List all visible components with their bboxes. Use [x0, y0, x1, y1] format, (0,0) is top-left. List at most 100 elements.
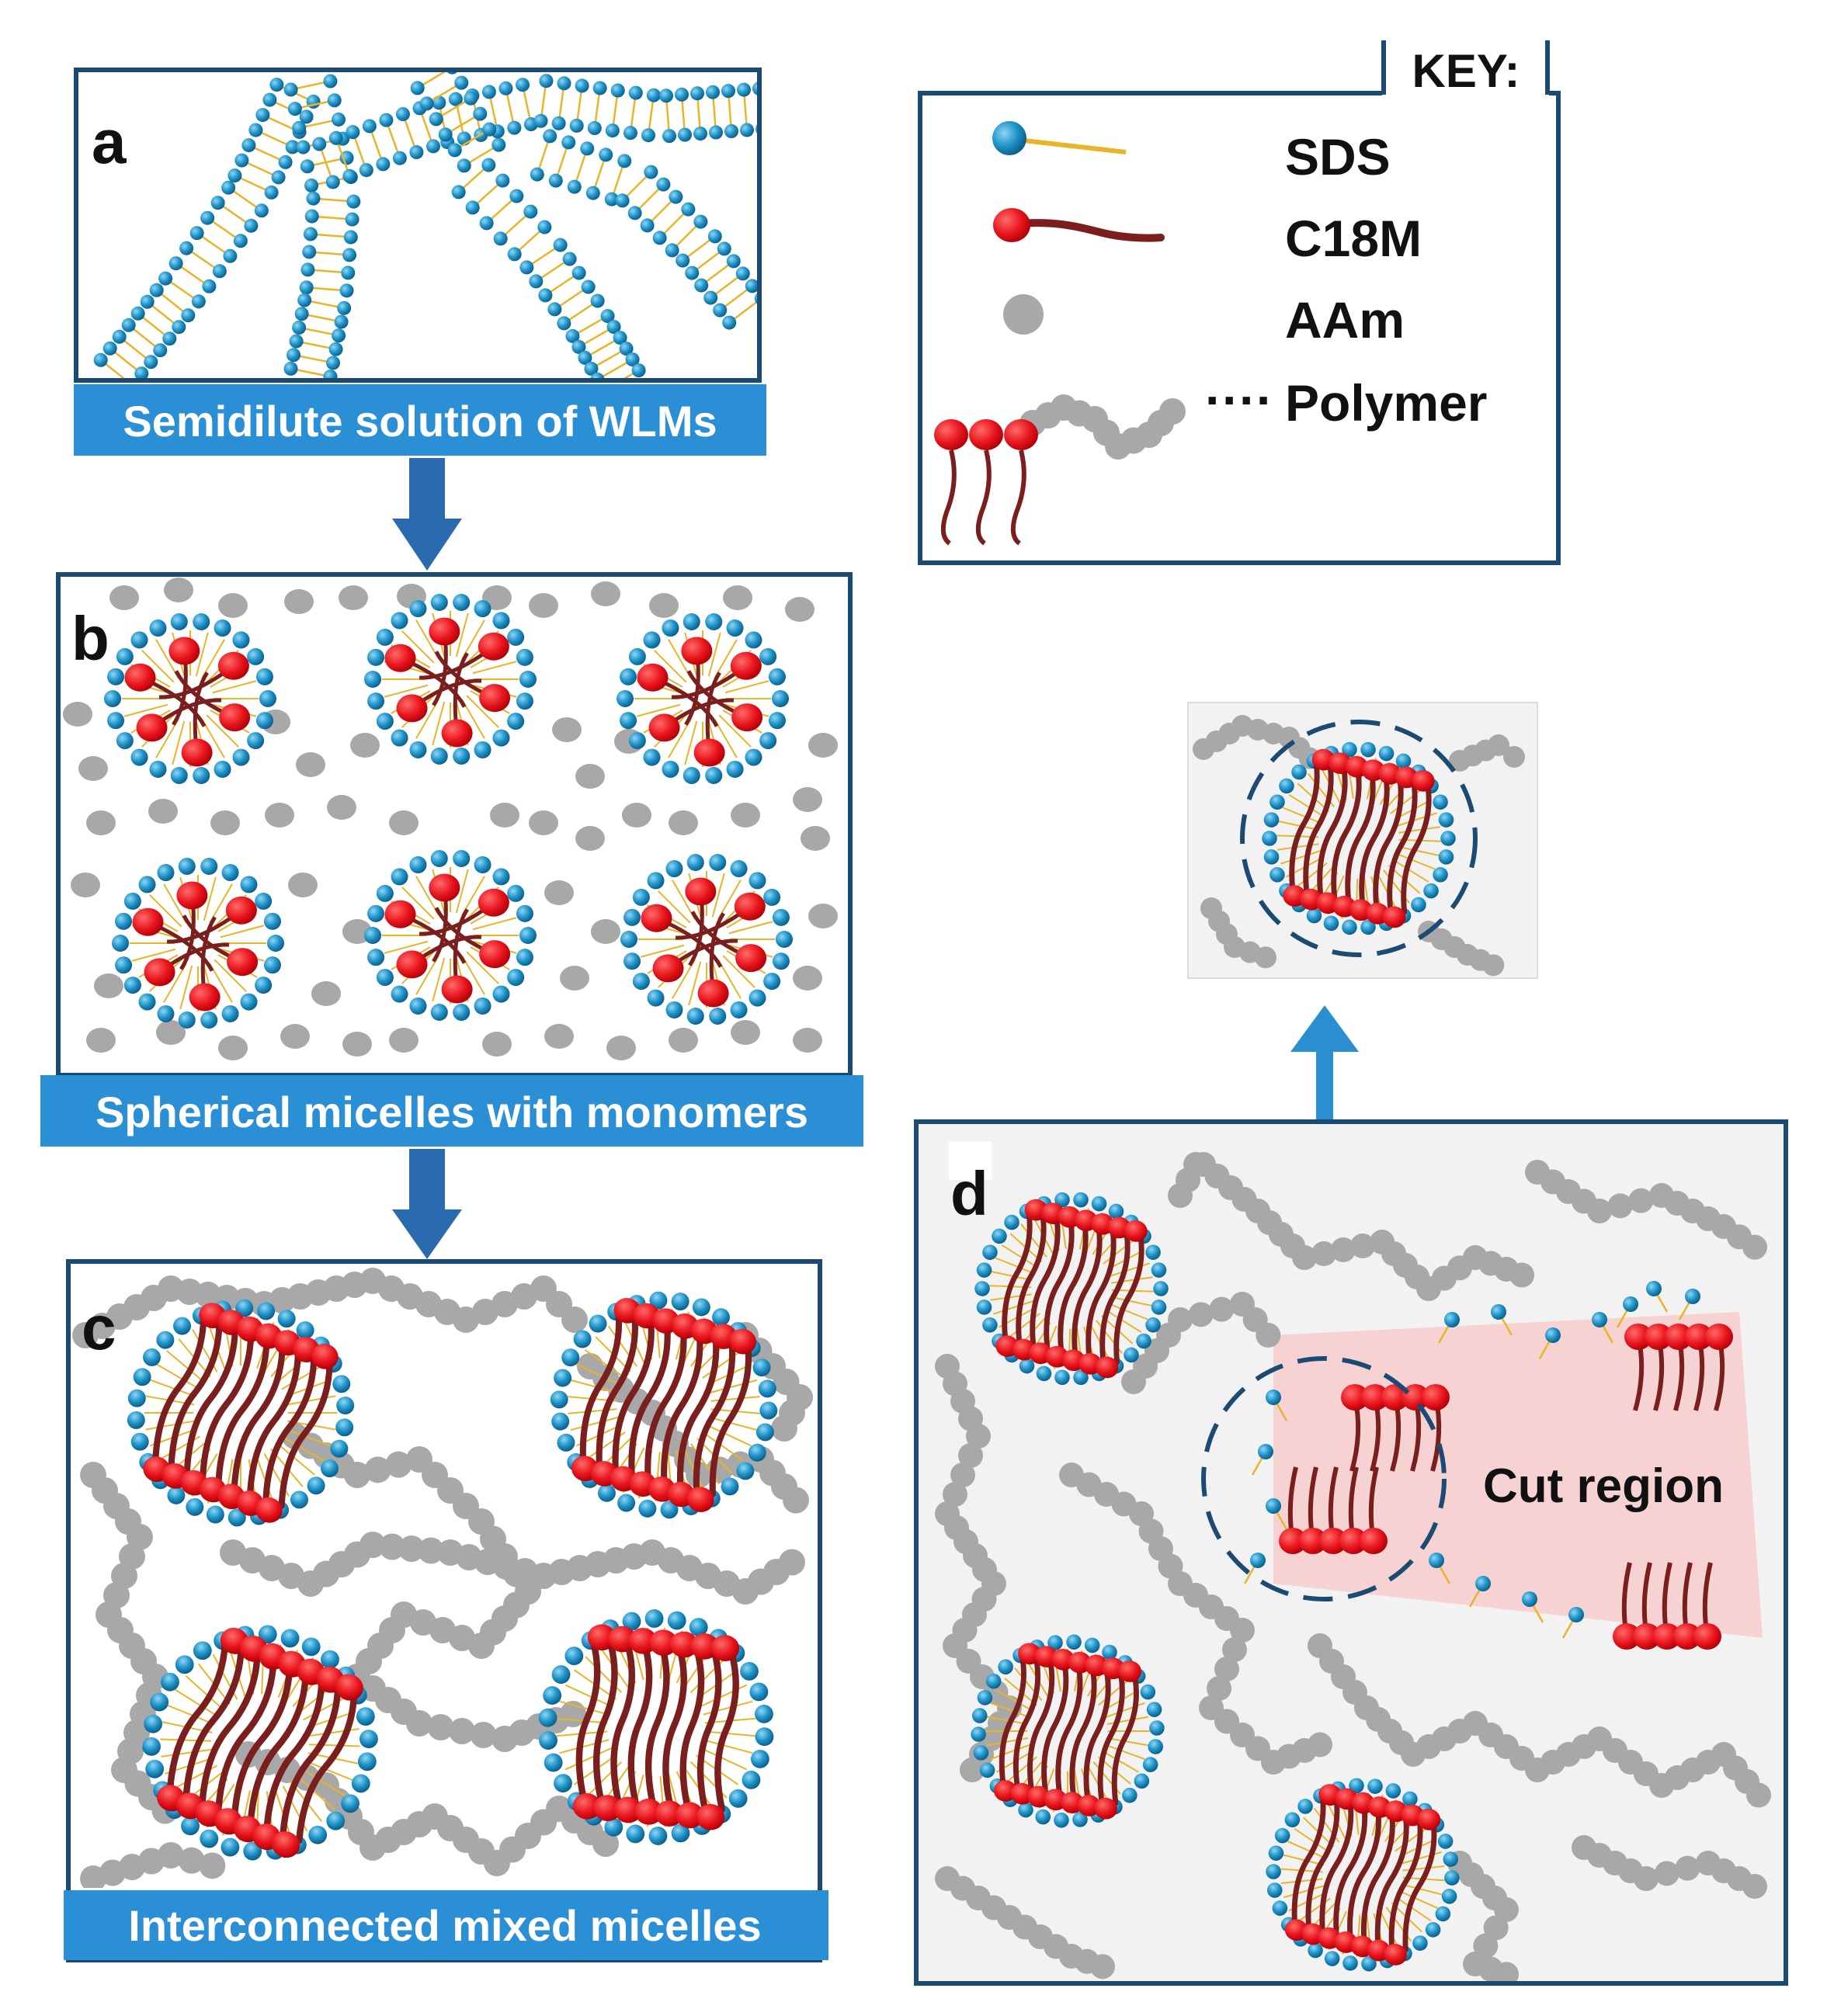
- sds-head: [755, 124, 757, 134]
- c18m-tail: [247, 1350, 301, 1498]
- sds-head: [269, 78, 284, 92]
- sds-head: [1349, 1778, 1364, 1794]
- sds-head: [565, 328, 580, 343]
- sds-head: [112, 935, 129, 952]
- aam-bead: [1746, 1782, 1771, 1808]
- c18m-tail: [1373, 779, 1404, 909]
- sds-head: [395, 107, 410, 122]
- sds-head: [705, 613, 723, 631]
- panel-b: b Spherical micelles with monomers: [40, 572, 863, 1147]
- aam-bead: [1209, 1296, 1235, 1322]
- cut-region-label: Cut region: [1483, 1459, 1724, 1513]
- aam-bead: [1168, 1183, 1193, 1208]
- sds-head: [193, 766, 210, 784]
- c18m-tail: [215, 1660, 277, 1812]
- sds-head: [1444, 1312, 1460, 1327]
- key-sds-label: SDS: [1285, 128, 1391, 186]
- c18m-tail: [183, 1327, 238, 1475]
- sds-head: [604, 1817, 623, 1837]
- sds-head: [409, 856, 427, 874]
- c18m-head: [572, 1793, 602, 1820]
- sds-head: [287, 102, 302, 116]
- sds-head: [758, 1379, 776, 1398]
- sds-head: [430, 850, 448, 868]
- sds-head: [561, 135, 576, 150]
- aam-bead: [398, 1535, 425, 1562]
- sds-head: [976, 1299, 992, 1315]
- polymer-chain: [80, 1842, 226, 1888]
- sds-head: [342, 168, 357, 183]
- sds-head: [1425, 1922, 1441, 1938]
- sds-tail: [145, 1420, 195, 1431]
- c18m-tail: [612, 1320, 655, 1472]
- sds-head: [379, 113, 394, 127]
- sds-head: [669, 189, 683, 204]
- c18m-head: [655, 1800, 684, 1827]
- sds-head: [628, 85, 643, 100]
- c18m-head: [1339, 1528, 1367, 1554]
- c18m-tail: [231, 1667, 293, 1818]
- polymer-chain: [1525, 1160, 1767, 1260]
- c18m-head: [641, 904, 672, 932]
- sds-head: [992, 1228, 1007, 1244]
- aam-bead: [1654, 1861, 1679, 1886]
- sds-head: [339, 151, 354, 165]
- sds-head: [548, 173, 563, 188]
- c18m-head: [1384, 1944, 1407, 1966]
- c18m-head: [731, 703, 763, 732]
- sds-head: [632, 888, 650, 906]
- sds-head: [138, 876, 156, 893]
- sds-head: [127, 1389, 146, 1407]
- sds-head: [130, 748, 148, 766]
- sds-head: [149, 619, 167, 637]
- sds-head: [1036, 1365, 1052, 1382]
- c18m-tail: [1374, 1816, 1409, 1946]
- sds-head: [104, 690, 121, 707]
- sds-head: [391, 729, 408, 747]
- sds-head: [665, 243, 679, 258]
- sds-head: [123, 977, 141, 994]
- sds-tail: [384, 684, 429, 698]
- c18m-head: [685, 877, 717, 906]
- sds-tail: [156, 1364, 200, 1390]
- c18m-tail: [1360, 1813, 1395, 1942]
- sds-head: [617, 690, 634, 707]
- sds-head: [662, 129, 676, 144]
- sds-head: [277, 1310, 296, 1328]
- c18m-head: [1645, 1324, 1672, 1350]
- sds-head: [1297, 1799, 1313, 1814]
- sds-head: [617, 1494, 636, 1512]
- sds-head: [429, 112, 443, 127]
- c18m-head: [478, 888, 509, 917]
- aam-bead: [379, 1533, 405, 1560]
- c18m-head: [1299, 1528, 1327, 1554]
- sds-head: [292, 320, 307, 335]
- aam-bead: [1188, 1302, 1214, 1327]
- sds-head: [153, 343, 168, 358]
- sds-head: [263, 956, 281, 974]
- aam-bead: [344, 1462, 370, 1488]
- sds-tail: [305, 1760, 353, 1782]
- c18m-head: [396, 694, 428, 723]
- sds-head: [982, 1244, 998, 1261]
- sds-head: [509, 189, 524, 203]
- sds-tail: [131, 948, 176, 962]
- sds-head: [200, 210, 215, 225]
- aam-bead: [1256, 1323, 1281, 1348]
- sds-head: [210, 196, 225, 210]
- sds-tail: [709, 1379, 758, 1394]
- sds-head: [244, 218, 259, 233]
- sds-head: [749, 989, 766, 1007]
- c18m-tail: [1069, 1667, 1097, 1799]
- panel-b-letter: b: [71, 604, 109, 673]
- sds-head: [712, 1308, 731, 1327]
- sds-head: [391, 612, 408, 630]
- sds-head: [107, 712, 125, 730]
- sds-head: [254, 203, 269, 218]
- sds-head: [248, 123, 263, 137]
- aam-monomer: [218, 593, 248, 618]
- sds-head: [116, 647, 134, 665]
- sds-head: [656, 177, 671, 192]
- sds-head: [492, 729, 510, 747]
